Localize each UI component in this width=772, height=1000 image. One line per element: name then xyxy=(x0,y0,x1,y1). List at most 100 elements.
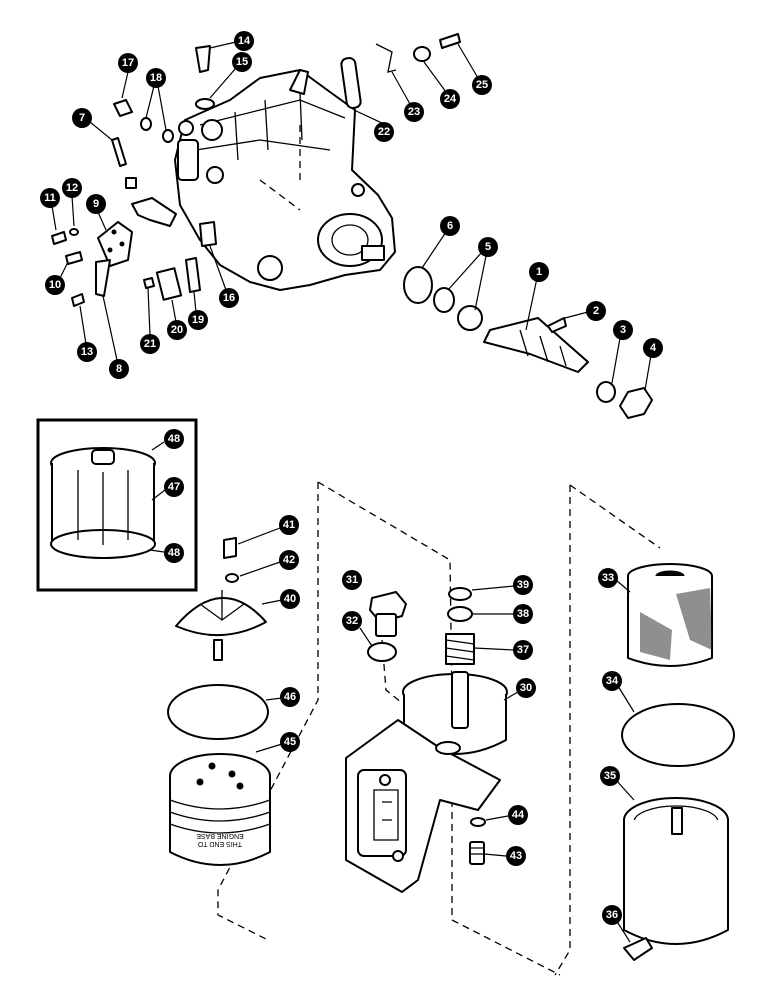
callout-24: 24 xyxy=(423,61,460,109)
pump-small-parts xyxy=(51,33,461,307)
svg-text:44: 44 xyxy=(512,809,525,821)
washer-38 xyxy=(447,606,473,622)
svg-text:23: 23 xyxy=(408,106,420,118)
callout-30: 30 xyxy=(503,678,536,701)
callout-10: 10 xyxy=(45,261,69,295)
callout-4: 4 xyxy=(643,338,663,391)
filter-text-2: ENGINE BASE xyxy=(196,832,244,839)
svg-text:45: 45 xyxy=(284,736,296,748)
fittings-43-44 xyxy=(469,817,486,865)
svg-text:11: 11 xyxy=(44,192,56,204)
callout-23: 23 xyxy=(391,71,424,122)
link-22 xyxy=(340,57,362,109)
svg-text:17: 17 xyxy=(122,57,134,69)
callout-9: 9 xyxy=(86,194,107,231)
svg-text:19: 19 xyxy=(192,314,204,326)
callout-15: 15 xyxy=(209,52,252,99)
callout-33: 33 xyxy=(598,568,631,593)
svg-text:35: 35 xyxy=(604,770,616,782)
svg-text:46: 46 xyxy=(284,691,296,703)
washer-3 xyxy=(596,381,616,403)
callout-46: 46 xyxy=(265,687,300,707)
svg-text:32: 32 xyxy=(346,615,358,627)
spring-23 xyxy=(375,43,397,73)
ring-34 xyxy=(621,703,735,767)
callout-14: 14 xyxy=(209,31,254,51)
callout-47: 47 xyxy=(151,477,184,501)
o-ring-6 xyxy=(403,266,433,304)
callout-19: 19 xyxy=(188,291,208,330)
svg-text:20: 20 xyxy=(171,324,183,336)
seal-39 xyxy=(448,587,472,601)
callout-48-top: 48 xyxy=(151,429,184,451)
shaft-1 xyxy=(483,317,589,373)
nut xyxy=(125,177,137,189)
spin-on-filter-45: THIS END TO ENGINE BASE xyxy=(167,684,271,866)
svg-text:39: 39 xyxy=(517,579,529,591)
filter-text-1: THIS END TO xyxy=(197,840,242,847)
seal-5a xyxy=(433,287,455,313)
callout-2: 2 xyxy=(564,301,606,321)
svg-text:21: 21 xyxy=(144,338,156,350)
svg-text:2: 2 xyxy=(593,305,599,317)
svg-text:41: 41 xyxy=(283,519,295,531)
svg-text:8: 8 xyxy=(116,363,122,375)
svg-text:25: 25 xyxy=(476,79,488,91)
callout-42: 42 xyxy=(239,550,299,577)
svg-text:3: 3 xyxy=(620,324,626,336)
callout-21: 21 xyxy=(140,287,160,354)
svg-text:6: 6 xyxy=(447,220,453,232)
svg-text:30: 30 xyxy=(520,682,532,694)
svg-text:47: 47 xyxy=(168,481,180,493)
svg-text:31: 31 xyxy=(346,574,358,586)
svg-text:13: 13 xyxy=(81,346,93,358)
svg-text:22: 22 xyxy=(378,126,390,138)
filter-cover-parts xyxy=(175,537,267,661)
svg-text:34: 34 xyxy=(606,675,619,687)
svg-text:33: 33 xyxy=(602,572,614,584)
key-2 xyxy=(547,317,567,333)
callout-20: 20 xyxy=(167,299,187,340)
svg-text:9: 9 xyxy=(93,198,99,210)
callout-1: 1 xyxy=(525,262,549,331)
callout-43: 43 xyxy=(483,846,526,866)
callout-40: 40 xyxy=(261,589,300,609)
svg-text:15: 15 xyxy=(236,56,248,68)
bracket xyxy=(131,197,177,227)
bowl-filter-parts xyxy=(621,563,735,961)
svg-text:16: 16 xyxy=(223,292,235,304)
screw-25 xyxy=(439,33,461,49)
cam-plate-9 xyxy=(97,221,133,267)
svg-text:36: 36 xyxy=(606,909,618,921)
spring-16 xyxy=(199,221,217,247)
svg-text:14: 14 xyxy=(238,35,251,47)
drive-shaft-assembly xyxy=(403,266,653,419)
bolt-41 xyxy=(223,537,237,559)
injection-pump-body xyxy=(174,69,396,291)
callout-17: 17 xyxy=(118,53,138,99)
seal-5b xyxy=(457,305,483,331)
svg-text:5: 5 xyxy=(485,241,491,253)
nut-4 xyxy=(619,387,653,419)
svg-text:10: 10 xyxy=(49,279,61,291)
callout-48-bottom: 48 xyxy=(149,543,184,563)
callout-13: 13 xyxy=(77,305,97,362)
svg-text:18: 18 xyxy=(150,72,162,84)
callout-35: 35 xyxy=(600,766,635,801)
bolt-17 xyxy=(113,99,133,117)
svg-text:48: 48 xyxy=(168,547,180,559)
filter-head-parts xyxy=(367,587,475,665)
callout-34: 34 xyxy=(602,671,635,713)
bushing-24 xyxy=(413,46,431,62)
stud-7 xyxy=(111,137,127,167)
callout-5: 5 xyxy=(447,237,498,311)
spring-19 xyxy=(185,257,201,293)
lever-8 xyxy=(95,259,111,297)
callout-25: 25 xyxy=(457,43,492,95)
drain-36 xyxy=(623,937,653,961)
svg-text:37: 37 xyxy=(517,644,529,656)
svg-text:1: 1 xyxy=(536,266,542,278)
o-ring-15 xyxy=(195,98,215,110)
callout-11: 11 xyxy=(40,188,60,231)
svg-text:4: 4 xyxy=(650,342,657,354)
